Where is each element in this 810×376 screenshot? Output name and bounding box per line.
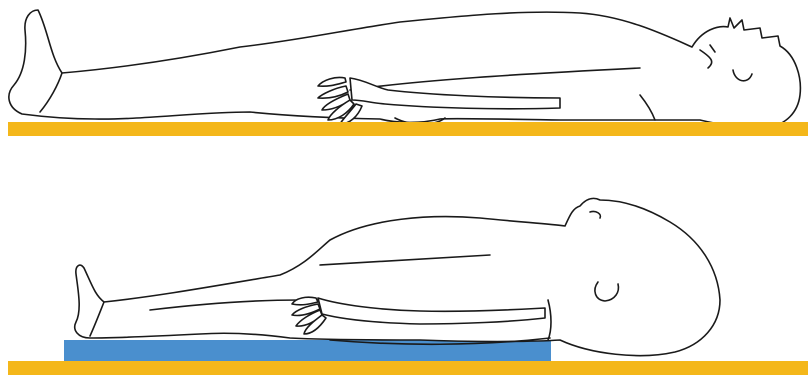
- infant-panel: [8, 198, 808, 375]
- adult-flat-surface: [8, 122, 808, 136]
- adult-body-outline: [9, 10, 800, 127]
- infant-figure: [75, 198, 720, 355]
- adult-figure: [9, 10, 800, 127]
- adult-panel: [8, 10, 808, 136]
- infant-body-outline: [75, 198, 720, 355]
- infant-flat-surface: [8, 361, 808, 375]
